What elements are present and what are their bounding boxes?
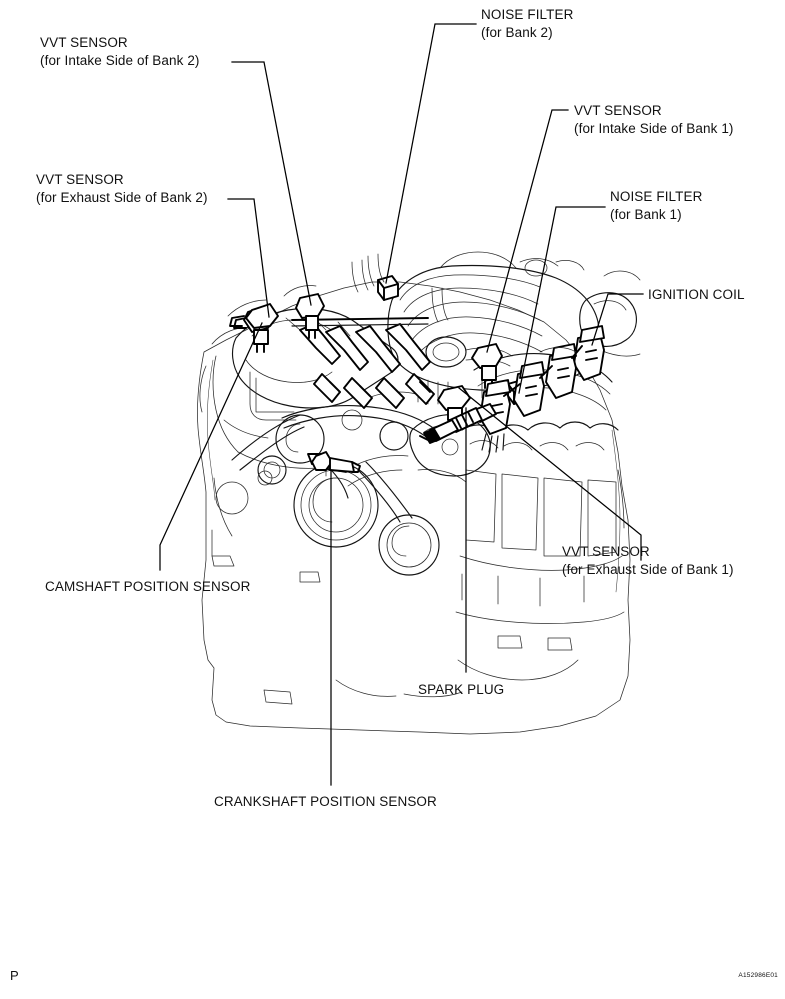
callout-subtitle-noise-filter-bank1: (for Bank 1) — [610, 206, 682, 222]
callout-vvt-intake-bank1: VVT SENSOR (for Intake Side of Bank 1) — [574, 102, 734, 137]
callout-title-vvt-exhaust-bank1: VVT SENSOR — [562, 544, 650, 559]
noise-filter-bank2 — [377, 275, 399, 301]
callout-title-crankshaft-position-sensor: CRANKSHAFT POSITION SENSOR — [214, 794, 437, 809]
leader-line-vvt-intake-bank2 — [231, 61, 312, 306]
leader-line-ignition-coil — [591, 293, 644, 346]
callout-camshaft-position-sensor: CAMSHAFT POSITION SENSOR — [45, 578, 250, 596]
leader-line-noise-filter-bank1 — [518, 206, 606, 394]
leader-line-noise-filter-bank2 — [385, 23, 477, 284]
callout-subtitle-vvt-intake-bank1: (for Intake Side of Bank 1) — [574, 120, 734, 136]
camshaft-position-sensor — [233, 303, 279, 329]
callout-vvt-exhaust-bank2: VVT SENSOR (for Exhaust Side of Bank 2) — [36, 171, 208, 206]
engine-misc-hardware — [211, 253, 625, 705]
callout-title-ignition-coil: IGNITION COIL — [648, 287, 745, 302]
callout-noise-filter-bank2: NOISE FILTER (for Bank 2) — [481, 6, 573, 41]
page-marker: P — [10, 968, 19, 983]
vvt-sensor-intake-bank2 — [295, 293, 325, 339]
crankshaft-position-sensor — [311, 451, 361, 473]
callout-title-noise-filter-bank1: NOISE FILTER — [610, 189, 703, 204]
leader-line-camshaft-position-sensor — [159, 322, 263, 571]
bank2-injector-row — [291, 317, 435, 409]
callout-subtitle-vvt-exhaust-bank2: (for Exhaust Side of Bank 2) — [36, 189, 208, 205]
callout-title-vvt-intake-bank1: VVT SENSOR — [574, 103, 662, 118]
bank1-ignition-coils — [479, 325, 605, 453]
callout-subtitle-vvt-intake-bank2: (for Intake Side of Bank 2) — [40, 52, 200, 68]
callout-title-camshaft-position-sensor: CAMSHAFT POSITION SENSOR — [45, 579, 251, 594]
figure-code: A152986E01 — [738, 972, 778, 979]
callout-vvt-exhaust-bank1: VVT SENSOR (for Exhaust Side of Bank 1) — [562, 543, 734, 578]
callout-title-vvt-intake-bank2: VVT SENSOR — [40, 35, 128, 50]
callout-title-vvt-exhaust-bank2: VVT SENSOR — [36, 172, 124, 187]
callout-title-spark-plug: SPARK PLUG — [418, 682, 505, 697]
front-accessory-drive — [211, 405, 440, 583]
callout-vvt-intake-bank2: VVT SENSOR (for Intake Side of Bank 2) — [40, 34, 200, 69]
callout-subtitle-vvt-exhaust-bank1: (for Exhaust Side of Bank 1) — [562, 561, 734, 577]
leader-line-vvt-exhaust-bank1 — [458, 387, 642, 561]
leader-lines — [159, 23, 644, 786]
callout-crankshaft-position-sensor: CRANKSHAFT POSITION SENSOR — [214, 793, 437, 811]
callout-ignition-coil: IGNITION COIL — [648, 286, 745, 304]
leader-line-vvt-intake-bank1 — [486, 109, 569, 353]
spark-plug — [419, 403, 497, 444]
callout-spark-plug: SPARK PLUG — [418, 681, 504, 699]
callout-subtitle-noise-filter-bank2: (for Bank 2) — [481, 24, 553, 40]
bank2-cylinder-head — [212, 355, 321, 469]
callout-noise-filter-bank1: NOISE FILTER (for Bank 1) — [610, 188, 702, 223]
callout-title-noise-filter-bank2: NOISE FILTER — [481, 7, 574, 22]
leader-line-vvt-exhaust-bank2 — [227, 198, 270, 318]
